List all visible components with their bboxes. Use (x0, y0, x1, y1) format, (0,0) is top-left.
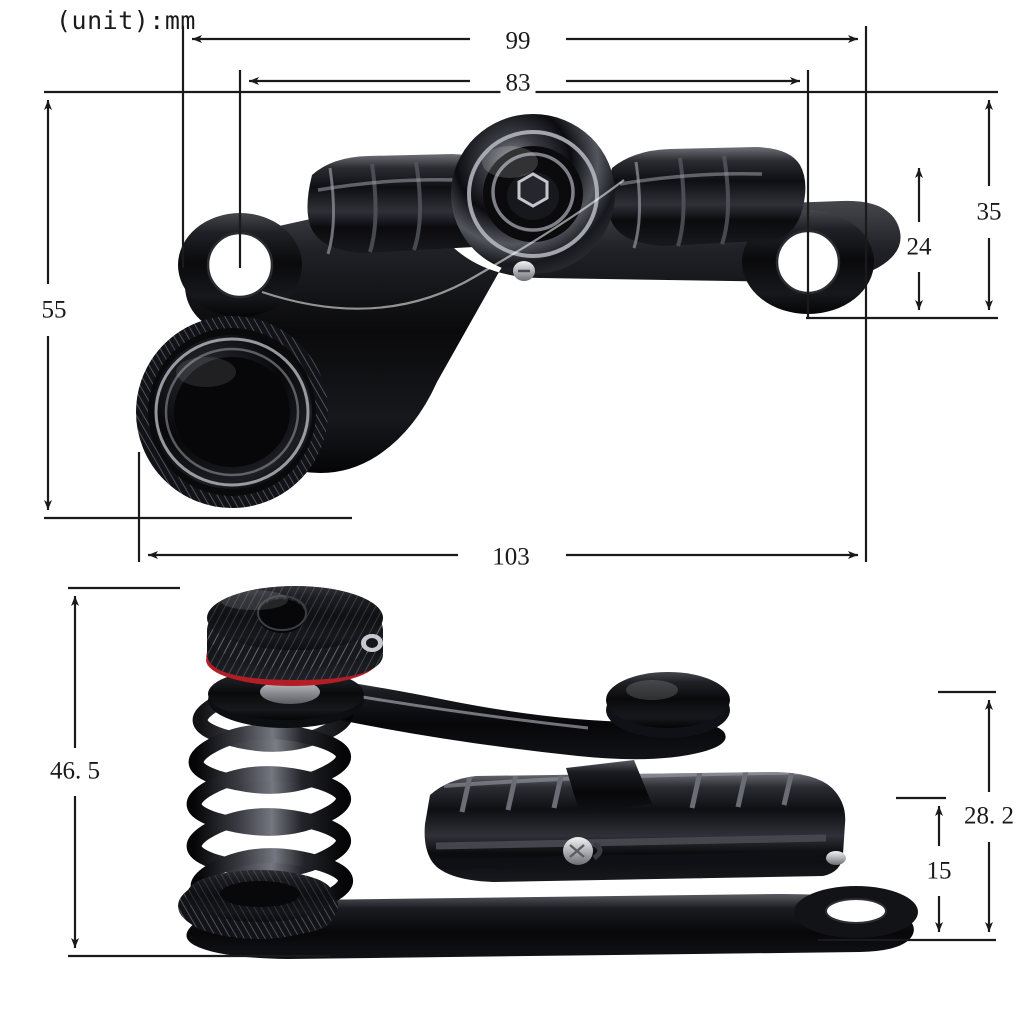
dimension-label-99: 99 (500, 28, 536, 54)
center-pivot-hub (451, 114, 615, 274)
silver-set-screw (563, 837, 603, 865)
side-view-dimensions (68, 586, 996, 958)
dimension-label-35: 35 (971, 199, 1007, 225)
hub-lock-screw (513, 261, 535, 281)
dimension-label-103: 103 (487, 544, 535, 570)
dimension-label-55: 55 (36, 297, 72, 323)
right-clamp-cylinder (607, 147, 806, 249)
hex-socket (517, 172, 549, 208)
clamp-pin-end (826, 851, 846, 865)
right-pivot-cap (606, 672, 730, 738)
base-plate (186, 893, 914, 959)
clamp-body-cylinder (424, 772, 846, 882)
knurled-spring-base (178, 870, 338, 939)
base-plate-hole (826, 899, 886, 923)
dimension-label-83: 83 (500, 70, 536, 96)
dimension-label-46-5: 46. 5 (45, 758, 105, 784)
clamp-post (566, 760, 652, 814)
unit-label: (unit):mm (56, 6, 196, 35)
top-view-product (136, 114, 901, 508)
dimension-label-28-2: 28. 2 (959, 803, 1019, 829)
knurled-top-knob (207, 586, 383, 680)
knurled-adjust-knob (136, 316, 328, 508)
dimension-label-15: 15 (921, 858, 957, 884)
side-view-product (178, 586, 918, 959)
dimension-label-24: 24 (901, 234, 937, 260)
curved-bracket-arm (184, 200, 901, 474)
knob-center-recess (258, 599, 306, 633)
